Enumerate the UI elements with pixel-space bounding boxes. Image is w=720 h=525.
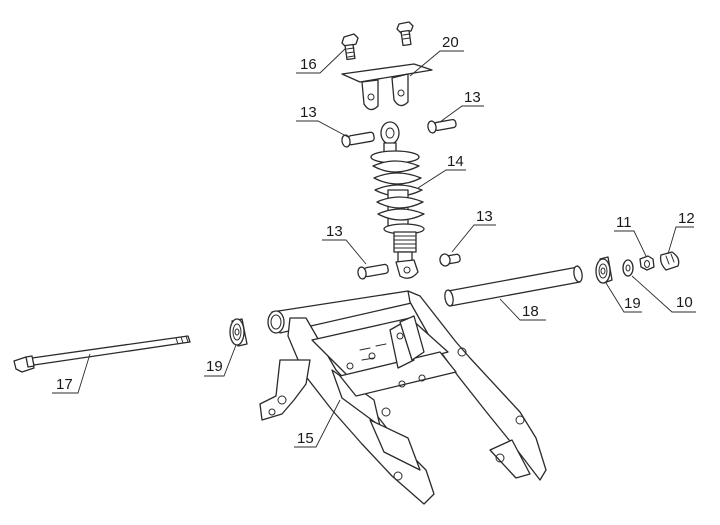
callout-19-left: 19: [204, 344, 237, 377]
callout-label: 12: [678, 210, 695, 227]
callout-18: 18: [499, 298, 546, 321]
callout-label: 20: [442, 34, 459, 51]
callout-label: 14: [447, 153, 464, 170]
callout-label: 18: [522, 303, 539, 320]
part-10-washer: [622, 259, 634, 277]
part-17-pivot-bolt: [13, 335, 191, 373]
callout-label: 16: [300, 56, 317, 73]
callout-11: 11: [614, 214, 647, 257]
callout-label: 10: [676, 294, 693, 311]
callout-label: 13: [464, 89, 481, 106]
callout-19-right: 19: [605, 282, 642, 313]
callout-13-lower-right: 13: [451, 208, 496, 253]
callout-12: 12: [667, 210, 695, 255]
bolt-right: [396, 21, 414, 47]
bolt-left: [341, 33, 359, 61]
callouts: 16 20 13 13 14 13 13 11: [52, 34, 696, 448]
callout-16: 16: [296, 47, 347, 74]
callout-label: 13: [476, 208, 493, 225]
callout-15: 15: [294, 399, 341, 448]
part-12-cap-nut: [659, 251, 680, 271]
callout-label: 15: [297, 430, 314, 447]
part-13-pin-upper-right: [427, 118, 457, 134]
callout-label: 19: [624, 295, 641, 312]
part-18-tube: [444, 265, 583, 307]
callout-20: 20: [409, 34, 464, 77]
callout-13-upper-right: 13: [439, 89, 484, 123]
callout-10: 10: [631, 275, 696, 313]
part-11-nut: [639, 255, 655, 271]
callout-label: 13: [300, 104, 317, 121]
callout-label: 13: [326, 223, 343, 240]
part-20-upper-bracket: [341, 63, 433, 111]
callout-label: 19: [206, 358, 223, 375]
callout-label: 17: [56, 376, 73, 393]
callout-13-lower-left: 13: [322, 223, 367, 265]
part-13-pin-lower-right: [439, 253, 461, 267]
part-19-bearing-left: [229, 318, 248, 347]
callout-label: 11: [616, 214, 632, 231]
callout-17: 17: [52, 353, 91, 394]
callout-13-upper-left: 13: [296, 104, 349, 138]
part-13-pin-upper-left: [341, 131, 375, 148]
part-19-bearing-right: [595, 256, 613, 284]
part-16-bolts: [341, 21, 414, 61]
part-15-swingarm: [259, 290, 547, 505]
part-13-pin-lower-left: [357, 263, 389, 280]
part-14-shock-absorber: [370, 121, 425, 279]
callout-14: 14: [417, 153, 466, 189]
